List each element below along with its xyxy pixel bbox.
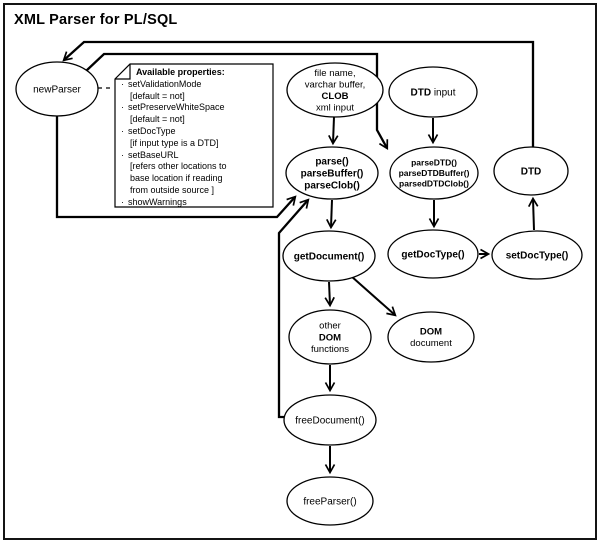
note-line: base location if reading <box>130 173 223 184</box>
edge-new-parser-to-parse-dtd <box>85 52 389 150</box>
note-line: ·showWarnings <box>121 196 187 207</box>
diagram-title: XML Parser for PL/SQL <box>14 12 178 28</box>
edge-get-document-to-dom-document <box>350 275 397 317</box>
note-line: [if input type is a DTD] <box>130 137 219 148</box>
node-label: parseDTD()parseDTDBuffer()parsedDTDClob(… <box>399 158 470 189</box>
bullet-glyph: · <box>121 125 124 136</box>
node-get-doc-type: getDocType() <box>387 229 479 279</box>
bullet-glyph: · <box>121 78 124 89</box>
node-label: DTD input <box>410 88 455 99</box>
edge-xml-input-to-parse <box>328 116 339 146</box>
bullet-glyph: · <box>121 149 124 160</box>
note-line: ·setPreserveWhiteSpace <box>121 102 225 113</box>
node-free-document: freeDocument() <box>283 394 377 446</box>
edge-dtd-to-new-parser <box>62 40 535 147</box>
node-label: DTD <box>521 167 542 178</box>
node-label: freeParser() <box>303 497 356 508</box>
node-label: getDocument() <box>294 252 365 263</box>
note-line: from outside source ] <box>130 184 215 195</box>
node-new-parser: newParser <box>15 61 99 117</box>
note-lines: ·setValidationMode[default = not]·setPre… <box>118 79 270 209</box>
note-line: [default = not] <box>130 114 185 125</box>
node-set-doc-type: setDocType() <box>491 230 583 280</box>
bullet-glyph: · <box>121 102 124 113</box>
node-parse: parse()parseBuffer()parseClob() <box>285 146 379 200</box>
node-label: freeDocument() <box>295 416 364 427</box>
properties-note: Available properties: ·setValidationMode… <box>118 67 270 209</box>
note-line: [refers other locations to <box>130 161 227 172</box>
note-line: ·setBaseURL <box>121 149 179 160</box>
node-dtd: DTD <box>493 146 569 196</box>
edge-parse-to-get-document <box>326 199 337 230</box>
node-get-document: getDocument() <box>282 230 376 282</box>
node-label: newParser <box>33 85 81 96</box>
node-label: getDocType() <box>401 250 464 261</box>
note-line: ·setValidationMode <box>121 78 202 89</box>
edge-set-doc-type-to-dtd <box>527 196 539 231</box>
note-line: [default = not] <box>130 90 185 101</box>
edge-free-document-to-parse <box>277 198 310 419</box>
edge-get-document-to-other-dom <box>324 281 335 308</box>
note-line: ·setDocType <box>121 125 176 136</box>
node-dtd-input: DTD input <box>388 66 478 118</box>
node-free-parser: freeParser() <box>286 476 374 526</box>
node-parse-dtd: parseDTD()parseDTDBuffer()parsedDTDClob(… <box>389 146 479 200</box>
bullet-glyph: · <box>121 196 124 207</box>
node-label: setDocType() <box>506 251 569 262</box>
note-heading: Available properties: <box>136 67 225 77</box>
edge-new-parser-to-parse <box>55 116 297 219</box>
node-label: parse()parseBuffer()parseClob() <box>301 156 364 191</box>
note-box-outline <box>114 63 274 208</box>
